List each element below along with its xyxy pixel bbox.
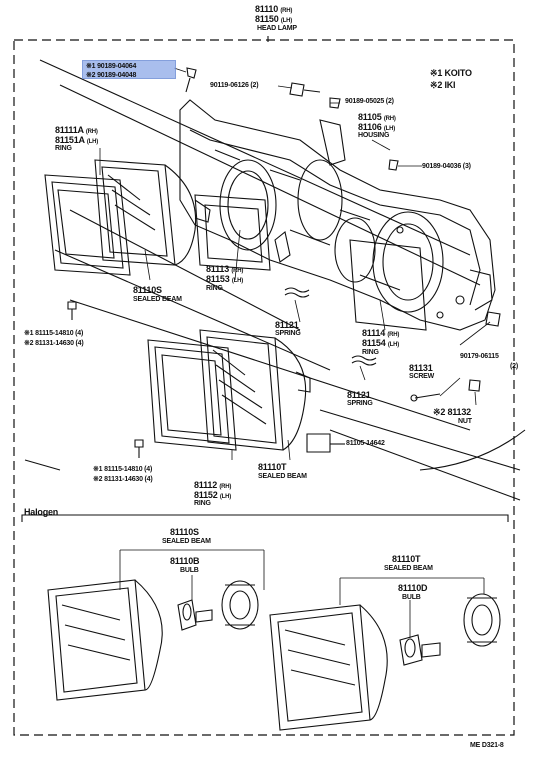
halogen-81110D[interactable]: 81110D: [398, 583, 428, 593]
part-81111A[interactable]: 81111A (RH): [55, 125, 98, 135]
part-81110T[interactable]: 81110T: [258, 462, 287, 472]
part-90119-06126[interactable]: 90119-06126 (2): [210, 82, 259, 89]
label-spring-1: SPRING: [275, 330, 301, 337]
part-90189-04048[interactable]: ※2 90189-04048: [86, 72, 137, 79]
label-sealed-beam-2: SEALED BEAM: [258, 473, 307, 480]
halogen-right-beam: [269, 604, 388, 731]
part-90179-06115[interactable]: 90179-06115: [460, 353, 499, 360]
lower-mount-ring: [349, 239, 427, 331]
part-81105-14642[interactable]: 81105-14642: [346, 440, 385, 447]
fasteners: [67, 67, 501, 458]
label-nut: NUT: [458, 418, 472, 425]
halogen-81110S[interactable]: 81110S: [170, 527, 199, 537]
part-90179-qty: (2): [510, 363, 518, 370]
label-housing: HOUSING: [358, 132, 390, 139]
part-81121-lower[interactable]: 81121: [347, 390, 371, 400]
label-spring-2: SPRING: [347, 400, 373, 407]
part-81131-14630-b[interactable]: ※2 81131-14630 (4): [93, 476, 153, 483]
title-lh-code: 81150 (LH): [255, 14, 293, 24]
upper-mount-ring: [194, 194, 271, 271]
upper-sealed-beam: [94, 159, 211, 266]
label-ring-3: RING: [362, 349, 379, 356]
upper-ring: [44, 174, 131, 276]
lower-sealed-beam: [199, 329, 311, 451]
part-81131[interactable]: 81131: [409, 363, 433, 373]
halogen-sealed-beam-t: SEALED BEAM: [384, 565, 433, 572]
part-90189-04036[interactable]: 90189-04036 (3): [422, 163, 471, 170]
housing-assembly: [179, 99, 496, 331]
halogen-left-socket: [221, 580, 259, 630]
halogen-81110T[interactable]: 81110T: [392, 554, 421, 564]
label-ring-1: RING: [55, 145, 72, 152]
part-81112[interactable]: 81112 (RH): [194, 480, 232, 490]
legend-iki: ※2 IKI: [430, 80, 456, 90]
part-81131-14630-a[interactable]: ※2 81131-14630 (4): [24, 340, 84, 347]
highlighted-part-box[interactable]: [82, 60, 176, 79]
legend-koito: ※1 KOITO: [430, 68, 472, 78]
halogen-label: Halogen: [24, 507, 59, 517]
label-ring-4: RING: [194, 500, 211, 507]
halogen-bulb-d: BULB: [402, 594, 421, 601]
part-81132[interactable]: ※2 81132: [433, 407, 471, 417]
title-rh-code: 81110 (RH): [255, 4, 293, 14]
part-81151A[interactable]: 81151A (LH): [55, 135, 99, 145]
label-screw: SCREW: [409, 373, 435, 380]
halogen-left-bulb: [177, 599, 213, 631]
part-81115-14810-b[interactable]: ※1 81115-14810 (4): [93, 466, 153, 473]
label-sealed-beam-1: SEALED BEAM: [133, 296, 182, 303]
halogen-right-bulb: [399, 634, 441, 666]
halogen-sealed-beam-s: SEALED BEAM: [162, 538, 211, 545]
part-81114[interactable]: 81114 (RH): [362, 328, 400, 338]
part-81121-upper[interactable]: 81121: [275, 320, 299, 330]
part-90189-05025[interactable]: 90189-05025 (2): [345, 98, 394, 105]
halogen-left-beam: [47, 579, 163, 701]
part-81106[interactable]: 81106 (LH): [358, 122, 396, 132]
title-name: HEAD LAMP: [257, 25, 297, 32]
halogen-81110B[interactable]: 81110B: [170, 556, 200, 566]
halogen-right-socket: [463, 593, 501, 647]
part-81113[interactable]: 81113 (RH): [206, 264, 244, 274]
part-81110S[interactable]: 81110S: [133, 285, 162, 295]
part-81152[interactable]: 81152 (LH): [194, 490, 232, 500]
part-81154[interactable]: 81154 (LH): [362, 338, 400, 348]
part-81115-14810-a[interactable]: ※1 81115-14810 (4): [24, 330, 84, 337]
halogen-bulb-b: BULB: [180, 567, 199, 574]
diagram-reference-code: ME D321-8: [470, 742, 504, 749]
part-90189-04064[interactable]: ※1 90189-04064: [86, 63, 137, 70]
label-ring-2: RING: [206, 285, 223, 292]
part-81105[interactable]: 81105 (RH): [358, 112, 396, 122]
part-81153[interactable]: 81153 (LH): [206, 274, 244, 284]
